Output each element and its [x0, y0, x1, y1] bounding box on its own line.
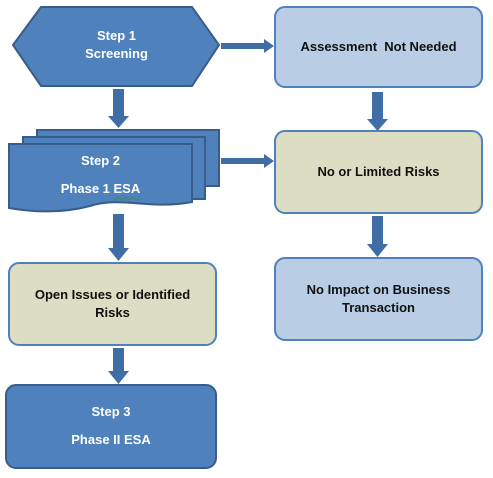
no-impact-box — [274, 257, 483, 341]
arrow-screening-to-assessment — [221, 39, 274, 53]
arrow-screening-to-phase1 — [108, 89, 129, 128]
screening-label: Step 1 Screening — [41, 10, 192, 80]
phase1-title: Phase 1 ESA — [60, 181, 141, 196]
arrow-limited-to-no-impact — [367, 216, 388, 257]
open-issues-box — [8, 262, 217, 346]
screening-title: Screening — [85, 46, 148, 61]
no-limited-risks-label: No or Limited Risks — [317, 164, 440, 179]
phase2-title: Phase II ESA — [71, 432, 151, 447]
arrow-open-issues-to-phase2 — [108, 348, 129, 384]
screening-hexagon — [11, 6, 221, 87]
screening-step: Step 1 — [96, 28, 136, 43]
arrows — [108, 39, 388, 384]
arrow-phase1-to-limited — [221, 154, 274, 168]
phase1-step: Step 2 — [80, 153, 120, 168]
assessment-not-needed-box — [274, 6, 483, 88]
arrow-phase1-to-open-issues — [108, 214, 129, 261]
no-limited-risks-box — [274, 130, 483, 214]
phase1-document-stack — [8, 129, 220, 213]
assessment-not-needed-label: Assessment Not Needed — [300, 39, 457, 54]
arrow-assessment-to-limited — [367, 92, 388, 131]
phase1-label: Step 2 Phase 1 ESA — [9, 147, 192, 203]
phase2-label: Step 3 Phase II ESA — [6, 391, 216, 461]
no-impact-label: No Impact on Business Transaction — [306, 282, 451, 315]
open-issues-label: Open Issues or Identified Risks — [34, 287, 191, 320]
phase2-step: Step 3 — [91, 404, 131, 419]
phase2-box — [5, 384, 217, 469]
